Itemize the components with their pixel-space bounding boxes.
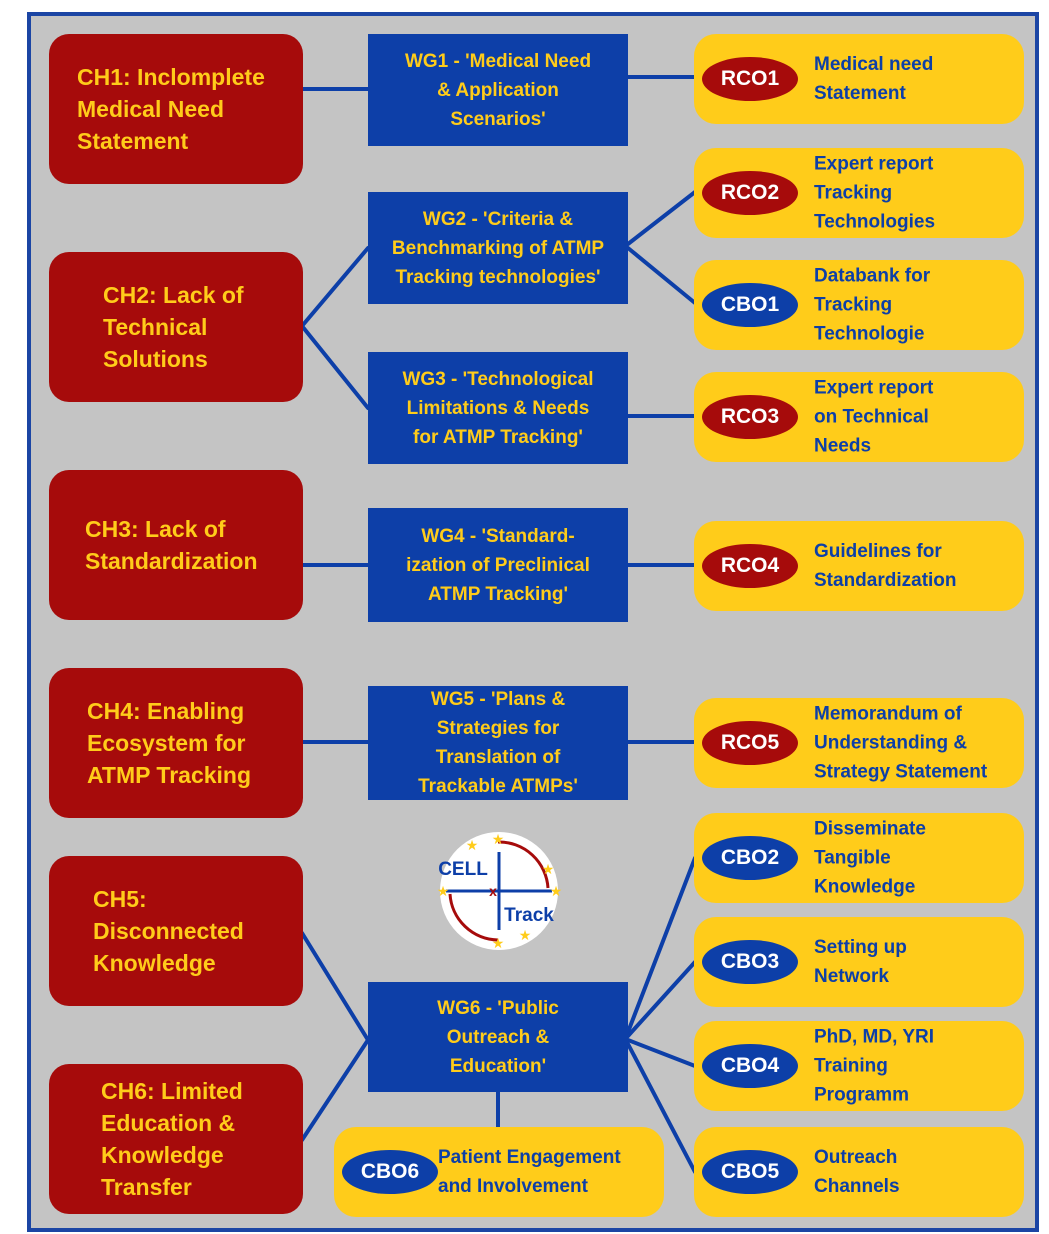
link-ch5-wg6 (300, 931, 370, 1042)
output-rco1-label: Medical need Statement (814, 54, 934, 104)
output-rco2-label: Expert report Tracking Technologies (814, 153, 936, 233)
working-group-wg3: WG3 - 'Technological Limitations & Needs… (368, 352, 628, 464)
working-group-wg6: WG6 - 'Public Outreach & Education' (368, 982, 628, 1092)
output-rco3-label: Expert report on Technical Needs (814, 377, 934, 457)
badge-cbo6: CBO6 (342, 1150, 438, 1194)
challenge-ch1-label: CH1: Inclomplete Medical Need Statement (77, 64, 265, 154)
output-cbo6: CBO6 Patient Engagement and Involvement (334, 1127, 664, 1217)
link-ch2-wg2 (300, 246, 370, 328)
output-rco5: RCO5 Memorandum of Understanding & Strat… (694, 698, 1024, 788)
star-icon: ★ (492, 936, 505, 952)
output-cbo2: CBO2 Disseminate Tangible Knowledge (694, 813, 1024, 903)
link-wg6-cbo2 (626, 856, 697, 1034)
output-rco5-label: Memorandum of Understanding & Strategy S… (814, 703, 988, 783)
star-icon: ★ (437, 884, 450, 900)
output-cbo2-label: Disseminate Tangible Knowledge (814, 818, 926, 898)
output-cbo3-label: Setting up Network (814, 937, 907, 987)
output-rco4-label: Guidelines for Standardization (814, 541, 957, 591)
output-rco1: RCO1 Medical need Statement (694, 34, 1024, 124)
output-cbo4-label: PhD, MD, YRI Training Programm (814, 1026, 934, 1106)
logo-word-cell: CELL (438, 859, 488, 880)
challenge-ch2: CH2: Lack of Technical Solutions (49, 252, 303, 402)
badge-cbo4: CBO4 (702, 1044, 798, 1088)
challenge-ch3: CH3: Lack of Standardization (49, 470, 303, 620)
star-icon: ★ (519, 928, 532, 944)
challenge-ch6-label: CH6: Limited Education & Knowledge Trans… (101, 1078, 243, 1200)
output-rco4: RCO4 Guidelines for Standardization (694, 521, 1024, 611)
challenge-ch5: CH5: Disconnected Knowledge (49, 856, 303, 1006)
badge-cbo5: CBO5 (702, 1150, 798, 1194)
output-cbo1-label: Databank for Tracking Technologie (814, 265, 931, 345)
star-icon: ★ (466, 838, 479, 854)
logo-word-track: Track (504, 905, 554, 926)
badge-cbo3: CBO3 (702, 940, 798, 984)
link-ch2-wg3 (300, 324, 370, 410)
link-wg2-rco2 (626, 190, 697, 246)
output-cbo4: CBO4 PhD, MD, YRI Training Programm (694, 1021, 1024, 1111)
output-cbo1: CBO1 Databank for Tracking Technologie (694, 260, 1024, 350)
celltrack-logo: x CELL Track ★ ★ ★ ★ ★ ★ ★ (437, 832, 563, 952)
badge-rco3: RCO3 (702, 395, 798, 439)
challenge-ch1: CH1: Inclomplete Medical Need Statement (49, 34, 303, 184)
challenge-ch5-label: CH5: Disconnected Knowledge (93, 886, 244, 976)
working-group-wg4: WG4 - 'Standard- ization of Preclinical … (368, 508, 628, 622)
challenge-ch2-label: CH2: Lack of Technical Solutions (103, 282, 244, 372)
badge-rco5: RCO5 (702, 721, 798, 765)
star-icon: ★ (542, 862, 555, 878)
working-group-wg5: WG5 - 'Plans & Strategies for Translatio… (368, 686, 628, 800)
output-cbo5-label: Outreach Channels (814, 1147, 900, 1197)
output-cbo5: CBO5 Outreach Channels (694, 1127, 1024, 1217)
challenge-ch3-label: CH3: Lack of Standardization (85, 516, 258, 574)
star-icon: ★ (550, 884, 563, 900)
working-group-wg2: WG2 - 'Criteria & Benchmarking of ATMP T… (368, 192, 628, 304)
badge-rco2: RCO2 (702, 171, 798, 215)
badge-rco4: RCO4 (702, 544, 798, 588)
output-rco3: RCO3 Expert report on Technical Needs (694, 372, 1024, 462)
star-icon: ★ (492, 832, 505, 848)
working-group-wg1: WG1 - 'Medical Need & Application Scenar… (368, 34, 628, 146)
badge-cbo2: CBO2 (702, 836, 798, 880)
challenge-ch4-label: CH4: Enabling Ecosystem for ATMP Trackin… (87, 698, 252, 788)
badge-rco1: RCO1 (702, 57, 798, 101)
link-wg6-cbo4 (626, 1038, 697, 1068)
svg-text:x: x (489, 883, 497, 899)
output-cbo3: CBO3 Setting up Network (694, 917, 1024, 1007)
link-ch6-wg6 (300, 1038, 370, 1142)
link-wg6-cbo3 (626, 960, 697, 1038)
link-wg6-cbo5 (626, 1042, 697, 1174)
challenge-ch4: CH4: Enabling Ecosystem for ATMP Trackin… (49, 668, 303, 818)
challenge-ch6: CH6: Limited Education & Knowledge Trans… (49, 1064, 303, 1214)
badge-cbo1: CBO1 (702, 283, 798, 327)
output-rco2: RCO2 Expert report Tracking Technologies (694, 148, 1024, 238)
output-cbo6-label: Patient Engagement and Involvement (438, 1147, 621, 1197)
link-wg2-cbo1 (626, 246, 697, 305)
